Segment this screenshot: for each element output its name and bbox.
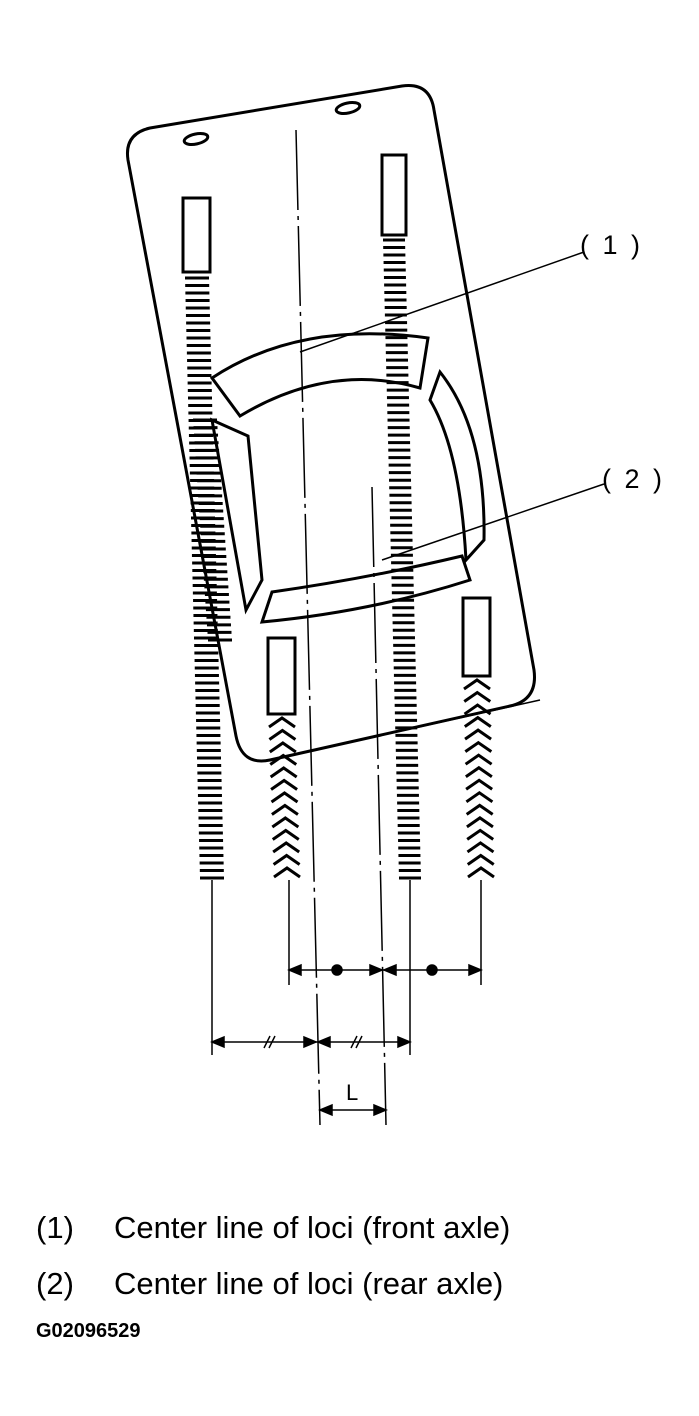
locus-mark-rear-right [464, 740, 493, 753]
locus-mark-rear-right [464, 753, 493, 766]
locus-mark-rear-right [466, 816, 494, 829]
locus-mark-rear-right [463, 715, 492, 728]
rear-left-pad [266, 636, 297, 716]
hole-left [182, 132, 210, 146]
locus-mark-rear-left [273, 866, 301, 879]
locus-mark-rear-right [463, 690, 492, 703]
legend-text: Center line of loci (rear axle) [114, 1265, 504, 1301]
locus-mark-rear-left [269, 766, 298, 779]
locus-mark-rear-left [268, 728, 297, 741]
locus-mark-rear-left [268, 741, 297, 754]
leader-line-1 [299, 251, 585, 353]
locus-mark-rear-right [464, 728, 492, 741]
locus-mark-rear-left [270, 791, 299, 804]
legend-number: (1) [36, 1209, 74, 1245]
legend-number: (2) [36, 1265, 74, 1301]
callout-2: ( 2 ) [602, 464, 666, 494]
dimension-label-L: L [346, 1080, 359, 1105]
locus-mark-rear-right [465, 765, 493, 778]
locus-mark-rear-left [271, 828, 300, 841]
locus-mark-rear-left [271, 803, 299, 816]
locus-mark-rear-left [271, 816, 300, 829]
diagram-svg [125, 84, 605, 1126]
hole-right [334, 101, 362, 115]
callout-1: ( 1 ) [580, 230, 644, 260]
tire-loci-diagram: ( 1 ) ( 2 ) L [125, 84, 666, 1126]
locus-mark-rear-left [268, 716, 296, 729]
legend: (1) Center line of loci (front axle) (2)… [36, 1200, 510, 1312]
right-side-slot [428, 368, 486, 564]
locus-mark-rear-right [466, 841, 495, 854]
lower-arc-slot [259, 554, 472, 624]
locus-mark-rear-right [465, 803, 494, 816]
front-right-pad [380, 153, 408, 237]
figure-id: G02096529 [36, 1320, 141, 1342]
rear-right-pad [461, 596, 492, 678]
legend-item-1: (1) Center line of loci (front axle) [36, 1200, 510, 1256]
locus-mark-rear-right [465, 790, 494, 804]
locus-mark-rear-right [467, 866, 495, 879]
legend-text: Center line of loci (front axle) [114, 1209, 511, 1245]
locus-mark-rear-left [272, 841, 301, 854]
left-side-slot [210, 417, 264, 615]
center-line-rear [371, 486, 387, 1126]
locus-mark-rear-right [466, 828, 495, 841]
locus-mark-rear-right [463, 678, 491, 691]
upper-arc-slot [209, 332, 430, 418]
leader-line-2 [381, 483, 605, 561]
locus-mark-rear-left [270, 778, 298, 791]
plate-outline [125, 84, 536, 763]
front-left-pad [181, 196, 212, 274]
locus-mark-rear-right [465, 778, 493, 791]
locus-mark-rear-right [463, 703, 492, 716]
leader-line-rear-edge [269, 699, 541, 761]
legend-item-2: (2) Center line of loci (rear axle) [36, 1256, 510, 1312]
locus-mark-rear-left [269, 753, 298, 766]
locus-mark-rear-right [466, 853, 495, 866]
locus-mark-rear-left [272, 853, 301, 866]
center-line-front [295, 129, 321, 1126]
